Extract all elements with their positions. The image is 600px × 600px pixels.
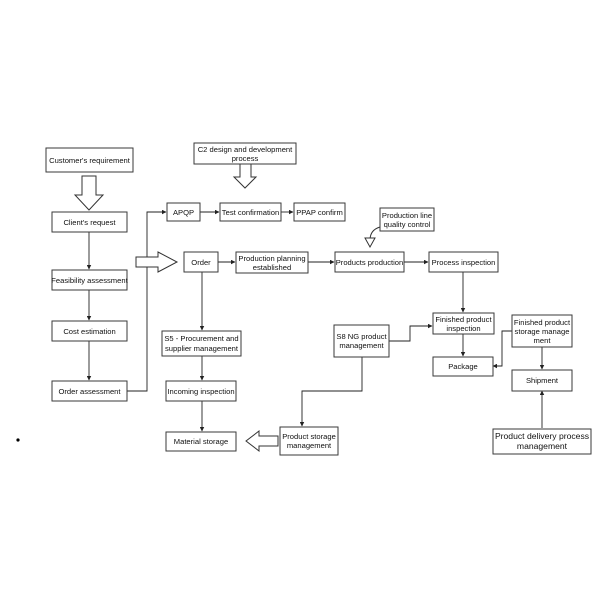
flow-connectors [86, 209, 545, 432]
hollow-arrow-down-requirement [73, 175, 105, 211]
node-shipment[interactable]: Shipment [511, 369, 573, 392]
label-material-storage: Material storage [174, 437, 228, 446]
edge-order-assessment-to-apqp [127, 209, 167, 392]
edge-s8-to-finished-inspection [389, 323, 433, 342]
curved-arrow-head [364, 237, 376, 249]
hollow-arrows [73, 163, 381, 453]
label-plqc-line2: quality control [384, 220, 431, 229]
node-clients-request[interactable]: Client's request [51, 211, 128, 233]
label-delivery-line2: management [517, 441, 568, 451]
label-fpsm-line1: Finished product [514, 318, 571, 327]
label-production-planning-line2: established [253, 263, 291, 272]
label-order-assessment: Order assessment [58, 387, 121, 396]
label-s8-line1: S8 NG product [336, 332, 387, 341]
hollow-arrow-right-order [135, 251, 179, 273]
label-shipment: Shipment [526, 376, 559, 385]
node-apqp[interactable]: APQP [166, 202, 201, 222]
label-cost-estimation: Cost estimation [63, 327, 115, 336]
label-s5-line1: S5 - Procurement and [164, 334, 238, 343]
node-products-production[interactable]: Products production [334, 251, 405, 273]
hollow-arrow-down-c2 [232, 163, 258, 189]
node-test-confirmation[interactable]: Test confirmation [219, 202, 282, 222]
node-ppap-confirm[interactable]: PPAP confirm [293, 202, 346, 222]
node-s5-procurement[interactable]: S5 - Procurement and supplier management [161, 330, 242, 357]
label-ppap-confirm: PPAP confirm [296, 208, 343, 217]
label-customers-requirement: Customer's requirement [49, 156, 131, 165]
label-fpsm-line3: ment [534, 336, 552, 345]
label-test-confirmation: Test confirmation [222, 208, 279, 217]
label-production-planning-line1: Production planning [238, 254, 305, 263]
label-fpsm-line2: storage manage [515, 327, 570, 336]
edge-s8-to-product-storage [299, 357, 363, 427]
node-feasibility-assessment[interactable]: Feasibility assessment [51, 269, 129, 291]
node-incoming-inspection[interactable]: Incoming inspection [165, 380, 237, 402]
label-package: Package [448, 362, 478, 371]
label-c2-design-line1: C2 design and development [198, 145, 293, 154]
node-s8-ng-product-management[interactable]: S8 NG product management [333, 324, 390, 358]
label-s5-line2: supplier management [165, 344, 239, 353]
label-feasibility-assessment: Feasibility assessment [51, 276, 128, 285]
label-clients-request: Client's request [63, 218, 116, 227]
node-c2-design-development[interactable]: C2 design and development process [193, 142, 297, 165]
node-product-delivery-process[interactable]: Product delivery process management [492, 428, 592, 455]
edge-finished-storage-to-package [492, 330, 512, 369]
node-production-planning[interactable]: Production planning established [235, 251, 309, 274]
label-fpi-line1: Finished product [435, 315, 492, 324]
label-plqc-line1: Production line [382, 211, 432, 220]
label-psm-line2: management [287, 441, 332, 450]
label-c2-design-line2: process [232, 154, 259, 163]
node-finished-product-inspection[interactable]: Finished product inspection [432, 312, 495, 335]
node-process-inspection[interactable]: Process inspection [428, 251, 499, 273]
label-fpi-line2: inspection [446, 324, 480, 333]
node-customers-requirement[interactable]: Customer's requirement [45, 147, 134, 173]
label-order: Order [191, 258, 211, 267]
node-finished-product-storage-management[interactable]: Finished product storage manage ment [511, 314, 573, 348]
hollow-arrow-left-storage [245, 429, 279, 453]
label-s8-line2: management [339, 341, 384, 350]
node-material-storage[interactable]: Material storage [165, 431, 237, 452]
node-cost-estimation[interactable]: Cost estimation [51, 320, 128, 342]
label-products-production: Products production [336, 258, 404, 267]
node-package[interactable]: Package [432, 356, 494, 377]
label-psm-line1: Product storage [282, 432, 336, 441]
label-incoming-inspection: Incoming inspection [167, 387, 234, 396]
label-delivery-line1: Product delivery process [495, 431, 589, 441]
node-production-line-quality-control[interactable]: Production line quality control [379, 207, 435, 232]
node-order[interactable]: Order [183, 251, 219, 273]
node-product-storage-management[interactable]: Product storage management [279, 426, 339, 456]
bullet-dot [16, 438, 20, 442]
node-order-assessment[interactable]: Order assessment [51, 380, 128, 402]
label-apqp: APQP [173, 208, 194, 217]
label-process-inspection: Process inspection [432, 258, 496, 267]
